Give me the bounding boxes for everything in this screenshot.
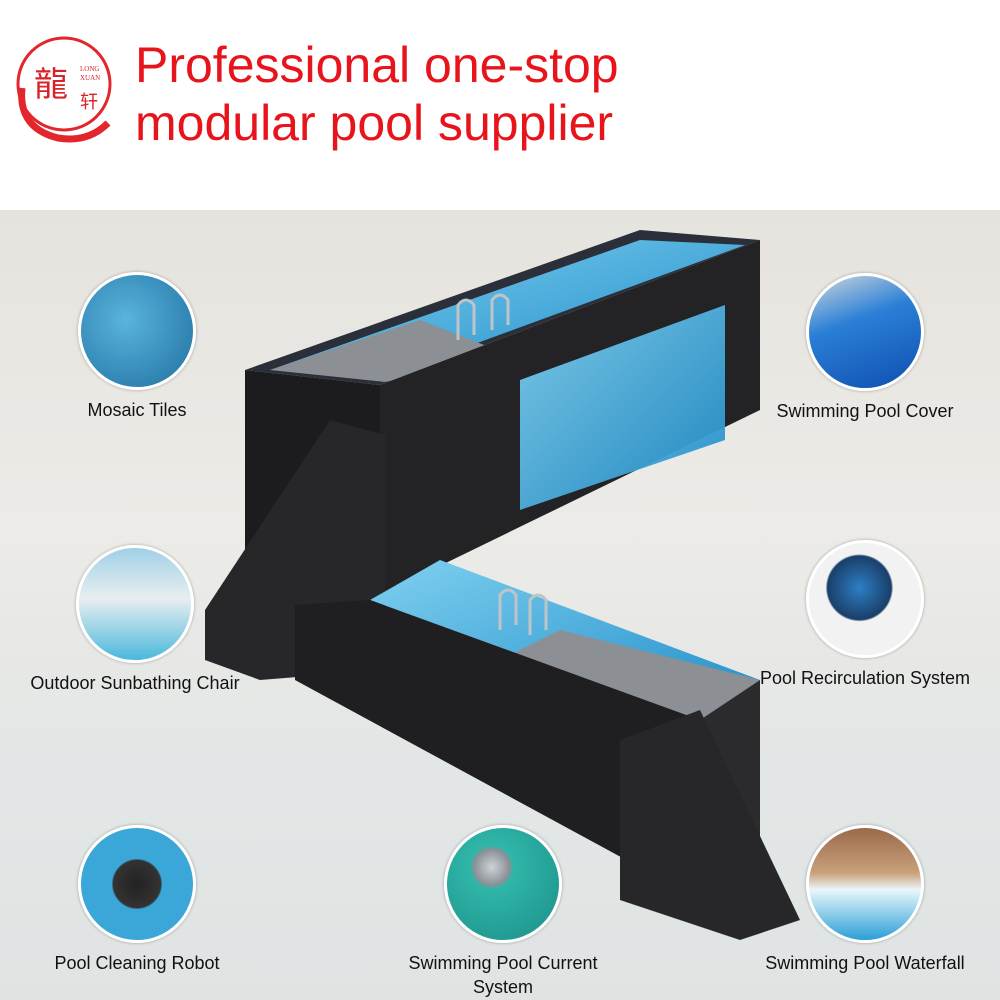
modular-pool-illustration [205,230,800,940]
feature-label: Swimming Pool Current System [408,953,598,997]
pool-cover-icon [806,273,924,391]
longxuan-logo: 龍 轩 LONG XUAN [16,36,112,143]
feature-cleaning-robot: Pool Cleaning Robot [17,825,257,975]
feature-label: Pool Recirculation System [759,668,971,688]
svg-text:龍: 龍 [34,65,68,105]
svg-text:XUAN: XUAN [80,74,100,82]
feature-label: Swimming Pool Waterfall [765,953,965,973]
feature-pool-cover: Swimming Pool Cover [745,273,985,423]
feature-label: Outdoor Sunbathing Chair [30,673,240,693]
header: 龍 轩 LONG XUAN Professional one-stop modu… [0,0,1000,210]
feature-label: Swimming Pool Cover [776,401,954,421]
svg-text:LONG: LONG [80,65,99,73]
current-system-icon [444,825,562,943]
feature-label: Mosaic Tiles [87,400,187,420]
page-title: Professional one-stop modular pool suppl… [135,36,619,152]
title-line-2: modular pool supplier [135,95,614,151]
feature-recirculation-system: Pool Recirculation System [745,540,985,690]
feature-current-system: Swimming Pool Current System [383,825,623,999]
feature-waterfall: Swimming Pool Waterfall [745,825,985,975]
pump-icon [806,540,924,658]
sunbathing-chair-icon [76,545,194,663]
title-line-1: Professional one-stop [135,37,619,93]
mosaic-tiles-icon [78,272,196,390]
feature-sunbathing-chair: Outdoor Sunbathing Chair [15,545,255,695]
feature-mosaic-tiles: Mosaic Tiles [17,272,257,422]
feature-label: Pool Cleaning Robot [54,953,220,973]
waterfall-icon [806,825,924,943]
svg-text:轩: 轩 [80,92,98,113]
cleaning-robot-icon [78,825,196,943]
